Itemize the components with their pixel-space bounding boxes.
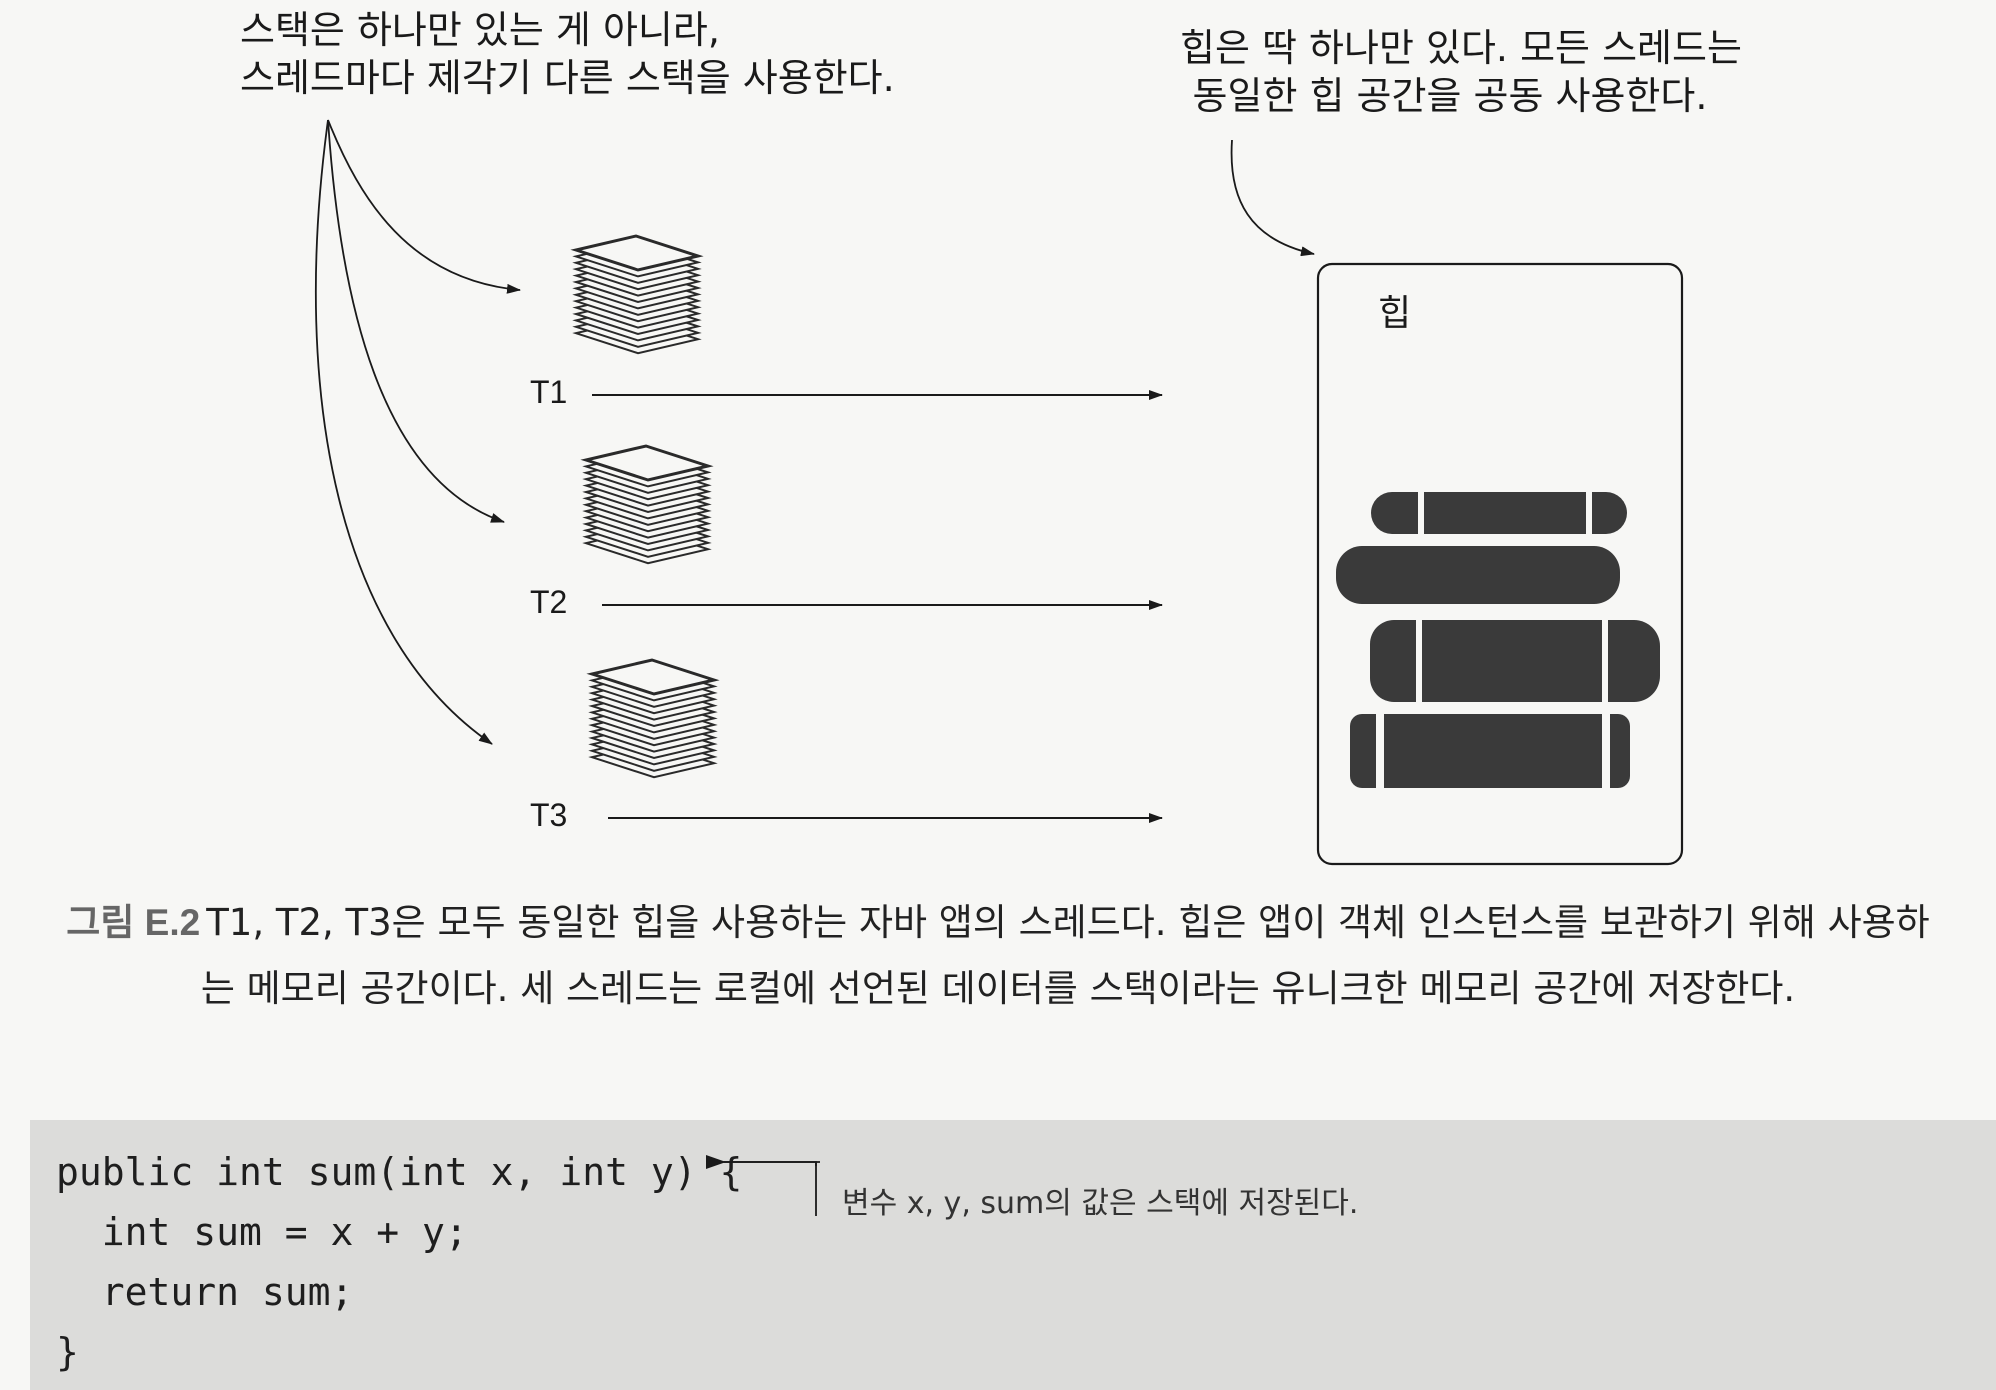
thread-heap-diagram — [314, 119, 1684, 866]
thread-label-t1: T1 — [530, 374, 568, 410]
heap-object-2 — [1336, 546, 1620, 604]
stack-top-sheet — [586, 658, 720, 696]
code-annotation: 변수 x, y, sum의 값은 스택에 저장된다. — [842, 1186, 1359, 1221]
stack-icon-t1 — [570, 234, 704, 355]
code-line-4: } — [56, 1330, 79, 1374]
annotation-arrow-to-stack-1 — [327, 119, 521, 294]
stack-top-sheet — [580, 444, 714, 482]
thread-arrows — [592, 390, 1163, 823]
annotation-arrow-to-heap — [1230, 139, 1315, 257]
heap-box — [1316, 262, 1684, 866]
heap-annotation-line-2: 동일한 힙 공간을 공동 사용한다. — [1192, 74, 1708, 118]
code-line-2: int sum = x + y; — [56, 1210, 468, 1254]
stack-annotation-line-2: 스레드마다 제각기 다른 스택을 사용한다. — [240, 56, 895, 100]
heap-object-1 — [1371, 492, 1627, 534]
caption-text: T1, T2, T3은 모두 동일한 힙을 사용하는 자바 앱의 스레드다. 힙… — [200, 901, 1930, 1010]
stack-annotation-arrows — [314, 119, 1315, 745]
figure-label: 그림 E.2 — [66, 902, 201, 943]
annotation-arrow-to-stack-3 — [314, 119, 493, 745]
thread-label-t3: T3 — [530, 797, 568, 833]
heap-annotation: 힙은 딱 하나만 있다. 모든 스레드는 동일한 힙 공간을 공동 사용한다. — [1180, 24, 1742, 120]
heap-annotation-line-1: 힙은 딱 하나만 있다. 모든 스레드는 — [1180, 26, 1742, 70]
code-line-3: return sum; — [56, 1270, 354, 1314]
stack-annotation-line-1: 스택은 하나만 있는 게 아니라, — [240, 8, 720, 52]
code-annotation-arrow — [706, 1155, 820, 1216]
thread-label-t2: T2 — [530, 584, 568, 620]
stack-icon-t3 — [586, 658, 720, 779]
heap-objects — [1336, 492, 1660, 788]
code-line-1: public int sum(int x, int y) { — [56, 1150, 743, 1194]
code-block: public int sum(int x, int y) { int sum =… — [30, 1120, 1996, 1390]
heap-object-4 — [1350, 714, 1630, 788]
heap-object-3 — [1370, 620, 1660, 702]
heap-label: 힙 — [1378, 293, 1412, 334]
stack-top-sheet — [570, 234, 704, 272]
stack-annotation: 스택은 하나만 있는 게 아니라, 스레드마다 제각기 다른 스택을 사용한다. — [240, 6, 895, 102]
annotation-arrow-to-stack-2 — [327, 119, 505, 523]
stack-icon-t2 — [580, 444, 714, 565]
